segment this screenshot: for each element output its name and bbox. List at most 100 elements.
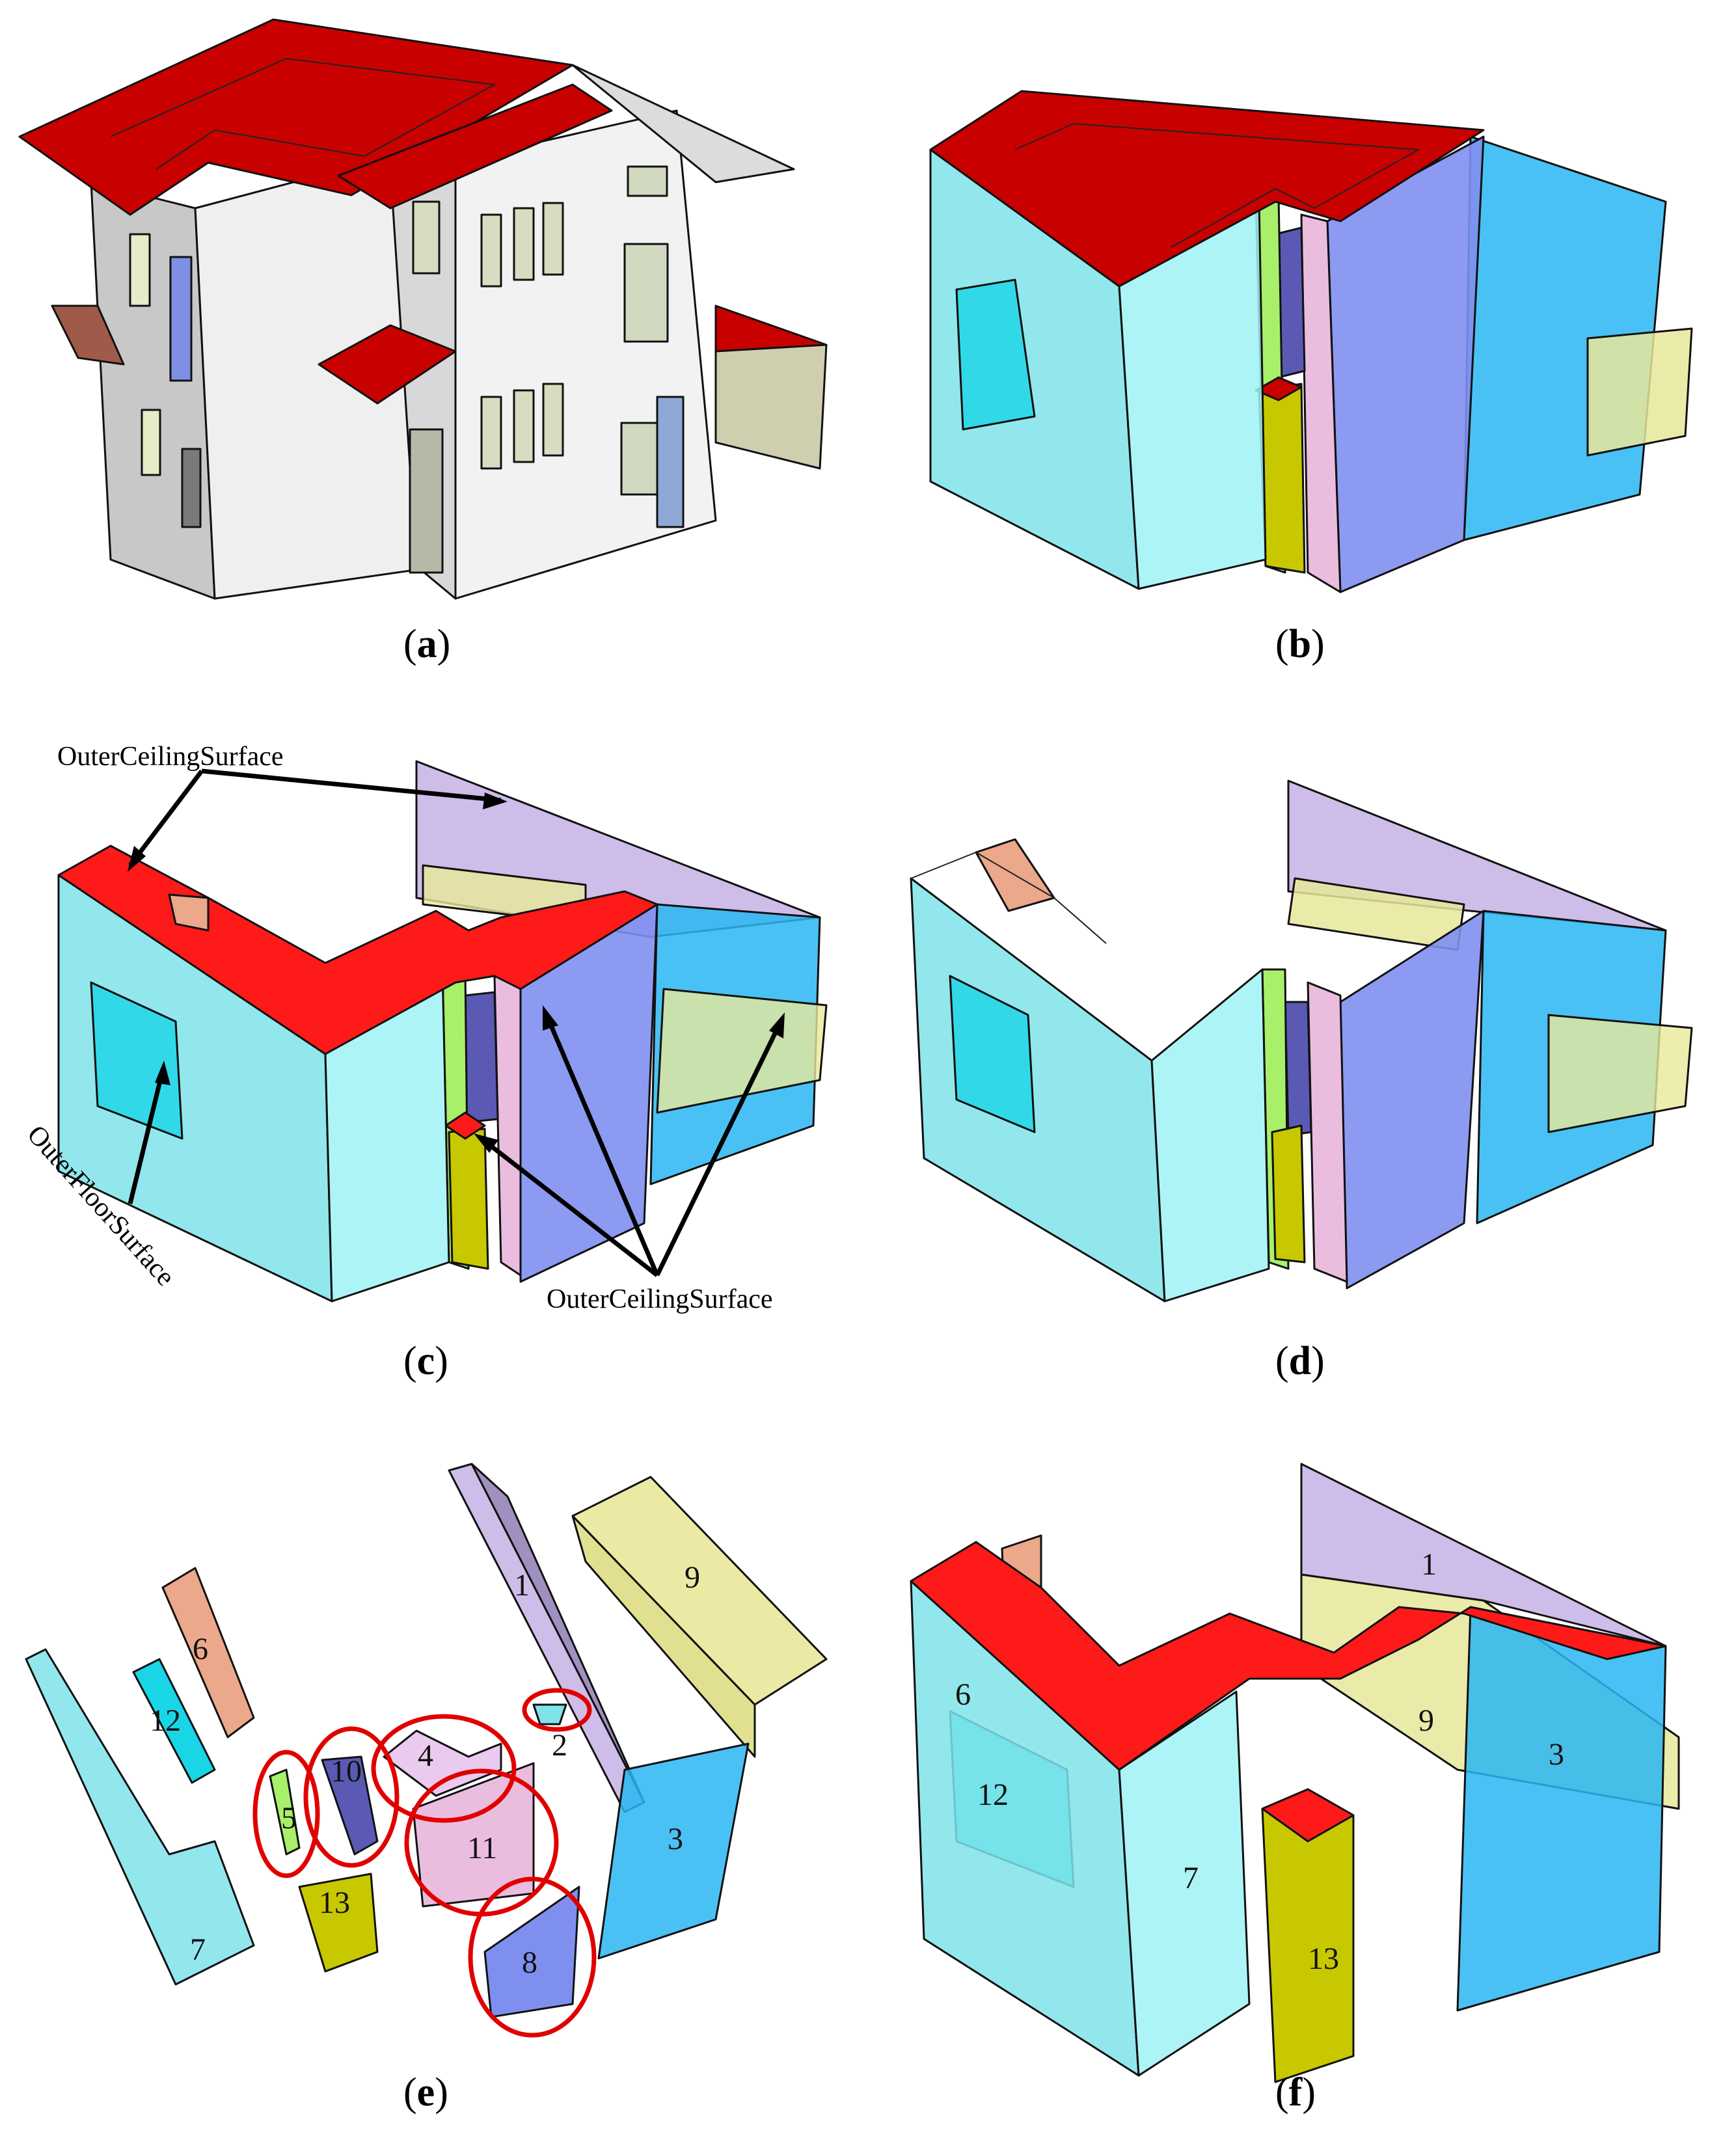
window [627, 165, 668, 197]
window [623, 243, 669, 343]
part-3 [597, 1742, 750, 1960]
arrowhead [155, 1061, 170, 1085]
window [181, 448, 202, 528]
solid-pink [1307, 981, 1348, 1283]
window [412, 200, 441, 275]
part-number: 13 [1308, 1941, 1339, 1976]
part-10 [321, 1755, 379, 1856]
part-number: 8 [522, 1945, 537, 1980]
part-3 [1456, 1606, 1667, 2012]
panel-label-f: (f) [1275, 2070, 1316, 2115]
solid-olive-yellow-top [1255, 376, 1303, 401]
window [542, 202, 564, 276]
roof-red [929, 90, 1485, 288]
solid-pink [493, 975, 522, 1277]
ceiling-red-small [444, 1111, 486, 1140]
panel-a-house-model [18, 18, 828, 600]
highlight-circle [468, 1876, 597, 2038]
red-ceiling-strip [910, 1541, 1667, 1771]
panel-label-e: (e) [403, 2070, 448, 2115]
arrowhead [128, 846, 146, 872]
panel-b-zone-solids [929, 90, 1693, 593]
arrow-line [655, 1020, 783, 1277]
panel-label-a: (a) [403, 622, 450, 666]
part-number: 3 [668, 1822, 683, 1856]
arrow-line [201, 768, 502, 803]
arrow-line [128, 769, 204, 867]
part-number: 6 [955, 1677, 971, 1712]
part-number: 1 [514, 1568, 530, 1603]
part-number: 7 [1183, 1861, 1199, 1895]
part-4 [383, 1729, 502, 1797]
panel-label-c: (c) [403, 1339, 448, 1383]
arrowhead [474, 1133, 498, 1153]
part-number: 12 [150, 1703, 181, 1738]
window [129, 233, 151, 307]
solid-cyan-strong [90, 981, 183, 1140]
arrowhead [769, 1012, 785, 1038]
arrow-line [480, 1137, 659, 1277]
house-right-canopy [714, 304, 828, 353]
label-outer-ceiling-bottom: OuterCeilingSurface [547, 1284, 773, 1314]
window [513, 207, 535, 281]
solid-cyan-strong [949, 975, 1036, 1133]
arrowhead [483, 792, 508, 809]
part-number: 5 [281, 1801, 297, 1835]
solid-indigo [464, 991, 499, 1124]
panel-label-d: (d) [1275, 1339, 1325, 1383]
door [409, 428, 444, 574]
window [620, 422, 662, 496]
part-number: 9 [685, 1560, 700, 1595]
arrow-line [128, 1070, 165, 1204]
house-upper-roof-strip [337, 83, 613, 210]
part-number: 10 [331, 1754, 362, 1789]
solid-salmon [168, 893, 210, 932]
house-right-side-panel [714, 344, 828, 470]
part-6 [161, 1567, 255, 1738]
panel-e-exploded-parts: 1 2 3 4 5 6 7 8 9 10 11 12 13 [25, 1463, 828, 2038]
highlight-circle [522, 1688, 592, 1732]
part-13-top [1261, 1788, 1355, 1843]
solid-yellow-right [1586, 327, 1693, 457]
highlight-circle [303, 1726, 400, 1868]
part-number: 4 [418, 1738, 433, 1773]
arrowhead [543, 1005, 558, 1031]
part-number: 2 [552, 1728, 567, 1763]
window [141, 409, 161, 476]
part-number: 3 [1549, 1737, 1564, 1772]
panel-d-solids-open [910, 779, 1693, 1303]
house-front-canopy [318, 324, 457, 405]
solid-periwinkle [1339, 910, 1485, 1290]
panel-f-assembled: 1 3 6 7 9 12 13 [910, 1463, 1680, 2083]
part-13 [298, 1873, 379, 1973]
part-number: 9 [1418, 1703, 1434, 1738]
part-12 [132, 1658, 216, 1784]
panel-c-annotated [57, 760, 828, 1303]
window [513, 389, 535, 463]
solid-cyan-strong [955, 278, 1036, 431]
highlight-circle [371, 1714, 517, 1823]
part-number: 7 [190, 1932, 206, 1967]
window [480, 213, 502, 288]
solid-pink [1300, 213, 1342, 593]
part-9-side [571, 1515, 756, 1758]
part-number: 13 [319, 1886, 350, 1920]
part-1-side [470, 1463, 645, 1804]
panel-label-b: (b) [1275, 622, 1325, 666]
part-5 [269, 1768, 301, 1856]
solid-cyan-front [1150, 968, 1270, 1303]
window [542, 383, 564, 457]
house-right-gable [571, 64, 795, 183]
solid-yellow-right [1547, 1014, 1693, 1133]
arrow-line [544, 1014, 660, 1277]
part-7 [25, 1648, 255, 1986]
window [169, 256, 193, 382]
solid-cyan-main [910, 877, 1166, 1303]
solid-olive-yellow [448, 1128, 489, 1270]
part-2 [532, 1703, 567, 1725]
door [656, 396, 685, 528]
house-left-canopy [51, 304, 125, 366]
part-7-front [1118, 1690, 1251, 2077]
label-outer-ceiling-top: OuterCeilingSurface [57, 742, 284, 772]
part-8 [483, 1886, 580, 2018]
